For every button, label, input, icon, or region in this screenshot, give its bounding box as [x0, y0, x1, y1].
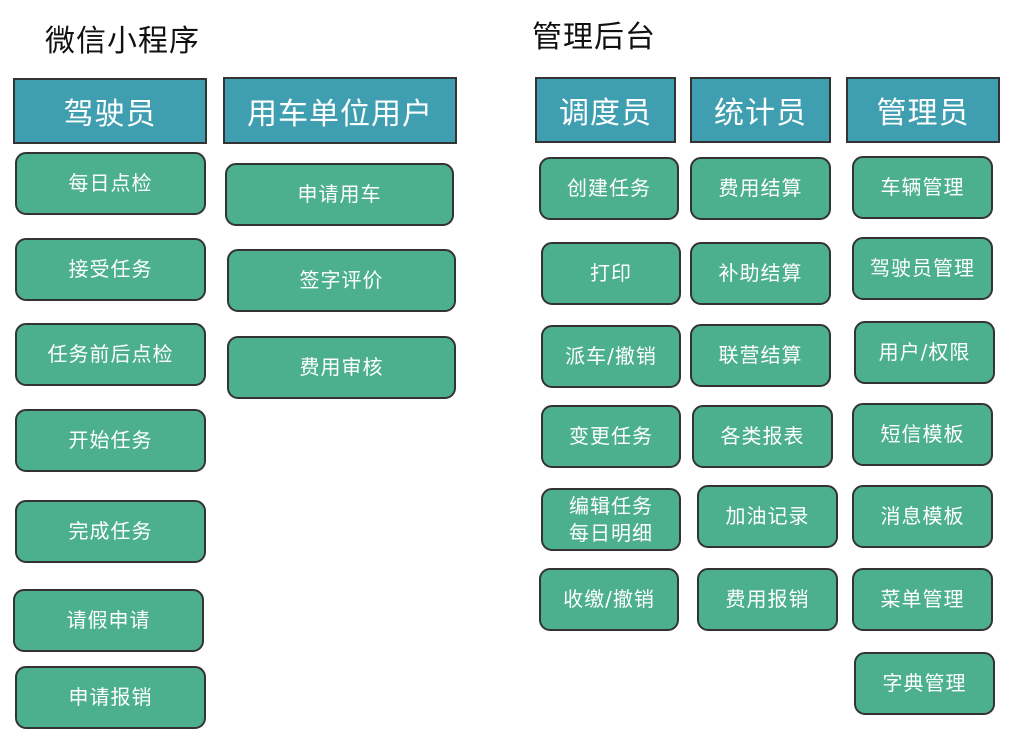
function-expense-review: 费用审核 — [227, 336, 456, 399]
role-header-unit-user: 用车单位用户 — [223, 77, 457, 144]
function-daily-inspection: 每日点检 — [15, 152, 206, 215]
function-dictionary-management: 字典管理 — [854, 652, 995, 715]
function-edit-task-daily-detail: 编辑任务每日明细 — [541, 488, 681, 551]
function-pre-post-task-inspection: 任务前后点检 — [15, 323, 206, 386]
function-fuel-records: 加油记录 — [697, 485, 838, 548]
function-fee-settlement: 费用结算 — [690, 157, 831, 220]
function-create-task: 创建任务 — [539, 157, 679, 220]
function-collect-revoke: 收缴/撤销 — [539, 568, 679, 631]
function-expense-reimbursement: 费用报销 — [697, 568, 838, 631]
function-leave-request: 请假申请 — [13, 589, 204, 652]
role-header-administrator: 管理员 — [846, 77, 1000, 143]
section-title-miniprogram: 微信小程序 — [45, 24, 200, 59]
section-title-admin: 管理后台 — [532, 20, 656, 55]
function-print: 打印 — [541, 242, 681, 305]
function-joint-settlement: 联营结算 — [690, 324, 831, 387]
function-sign-evaluate: 签字评价 — [227, 249, 456, 312]
function-expense-claim: 申请报销 — [15, 666, 206, 729]
function-start-task: 开始任务 — [15, 409, 206, 472]
function-menu-management: 菜单管理 — [852, 568, 993, 631]
function-change-task: 变更任务 — [541, 405, 681, 468]
function-user-permissions: 用户/权限 — [854, 321, 995, 384]
function-complete-task: 完成任务 — [15, 500, 206, 563]
function-sms-template: 短信模板 — [852, 403, 993, 466]
function-subsidy-settlement: 补助结算 — [690, 242, 831, 305]
function-accept-task: 接受任务 — [15, 238, 206, 301]
function-apply-vehicle: 申请用车 — [225, 163, 454, 226]
role-header-dispatcher: 调度员 — [535, 77, 676, 143]
role-header-driver: 驾驶员 — [13, 78, 207, 144]
role-header-statistician: 统计员 — [690, 77, 831, 143]
function-reports: 各类报表 — [692, 405, 833, 468]
function-vehicle-management: 车辆管理 — [852, 156, 993, 219]
function-dispatch-revoke: 派车/撤销 — [541, 325, 681, 388]
function-message-template: 消息模板 — [852, 485, 993, 548]
function-driver-management: 驾驶员管理 — [852, 237, 993, 300]
